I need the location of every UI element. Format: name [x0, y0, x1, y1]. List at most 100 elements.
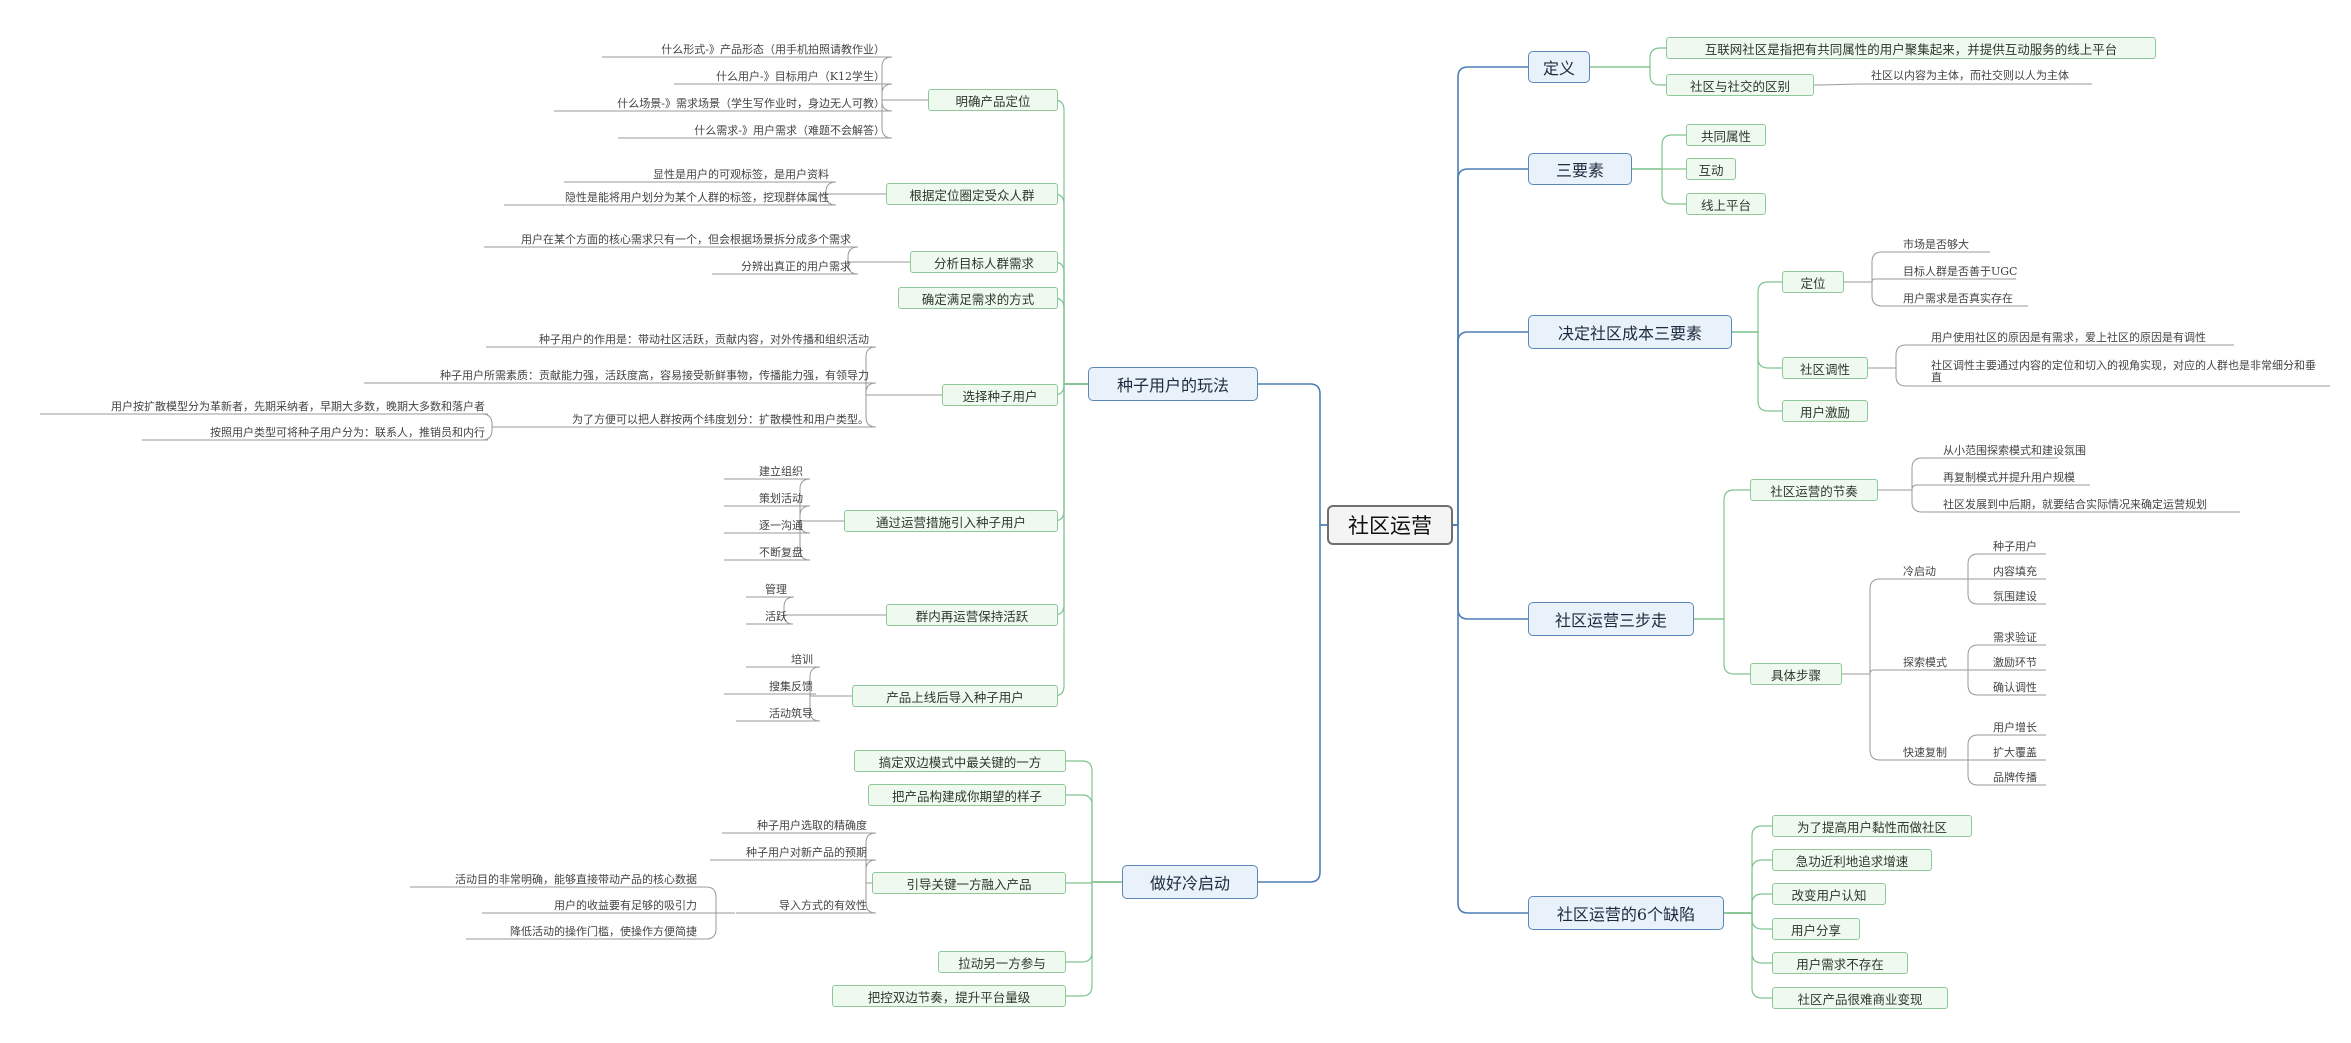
main-topic-2[interactable]: 决定社区成本三要素 [1528, 315, 1732, 349]
leaf-connector [825, 181, 886, 195]
leaf-connector [783, 614, 886, 625]
main-topic-4[interactable]: 社区运营的6个缺陷 [1528, 896, 1724, 930]
left-0-child-0[interactable]: 明确产品定位 [928, 89, 1058, 111]
sub-connector [1590, 47, 1666, 68]
leaf-positioning-2: 用户需求是否真实存在 [1903, 292, 2013, 305]
left-1-child-0[interactable]: 搞定双边模式中最关键的一方 [854, 750, 1066, 772]
left-0-child-2[interactable]: 分析目标人群需求 [910, 251, 1058, 273]
right-2-child-0[interactable]: 定位 [1782, 271, 1844, 293]
main-topic-left-1[interactable]: 做好冷启动 [1122, 865, 1258, 899]
left-1-child-4[interactable]: 把控双边节奏，提升平台量级 [832, 985, 1066, 1007]
leaf-connector [881, 56, 928, 101]
sub-connector [1066, 760, 1122, 883]
leaf-positioning-1: 目标人群是否善于UGC [1903, 265, 2018, 278]
right-0-child-1[interactable]: 社区与社交的区别 [1666, 74, 1814, 96]
left-0-5-leaf-0: 建立组织 [759, 465, 803, 478]
leaf-connector [847, 246, 910, 263]
left-0-7-leaf-1: 搜集反馈 [769, 680, 813, 693]
right-1-child-2[interactable]: 线上平台 [1686, 193, 1766, 215]
leaf-connector [809, 666, 852, 697]
left-0-2-leaf-1: 分辨出真正的用户需求 [741, 260, 851, 273]
left-0-2-leaf-0: 用户在某个方面的核心需求只有一个，但会根据场景拆分成多个需求 [521, 233, 851, 246]
main-connector [1453, 331, 1528, 526]
right-4-child-1[interactable]: 急功近利地追求增速 [1772, 849, 1932, 871]
right-2-child-2[interactable]: 用户激励 [1782, 400, 1868, 422]
left-0-4-leaf-1: 种子用户所需素质：贡献能力强，活跃度高，容易接受新鲜事物，传播能力强，有领导力 [440, 369, 869, 382]
main-topic-1[interactable]: 三要素 [1528, 153, 1632, 185]
sub-connector [1590, 66, 1666, 86]
leaf-connector [1842, 578, 1898, 675]
left-1-child-2[interactable]: 引导关键一方融入产品 [872, 872, 1066, 894]
right-4-child-4[interactable]: 用户需求不存在 [1772, 952, 1908, 974]
left-0-child-7[interactable]: 产品上线后导入种子用户 [852, 685, 1058, 707]
right-4-child-5[interactable]: 社区产品很难商业变现 [1772, 987, 1948, 1009]
sub-connector [1724, 825, 1772, 914]
right-4-child-2[interactable]: 改变用户认知 [1772, 883, 1886, 905]
left-0-4-leaf-0: 种子用户的作用是：带动社区活跃，贡献内容，对外传播和组织活动 [539, 333, 869, 346]
right-4-child-0[interactable]: 为了提高用户黏性而做社区 [1772, 815, 1972, 837]
right-0-child-0[interactable]: 互联网社区是指把有共同属性的用户聚集起来，并提供互动服务的线上平台 [1666, 37, 2156, 59]
sub-connector [1724, 859, 1772, 914]
leaf-connector [700, 886, 735, 914]
main-connector [1453, 168, 1528, 526]
step-group-2: 快速复制 [1903, 746, 1947, 759]
left-0-child-5[interactable]: 通过运营措施引入种子用户 [844, 510, 1058, 532]
main-topic-left-0[interactable]: 种子用户的玩法 [1088, 367, 1258, 401]
leaf-connector [865, 832, 877, 884]
right-3-child-0[interactable]: 社区运营的节奏 [1750, 479, 1878, 501]
leaf-connector [1878, 489, 1938, 513]
leaf-connector [1844, 281, 1898, 307]
right-2-child-1[interactable]: 社区调性 [1782, 357, 1868, 379]
left-0-6-leaf-0: 管理 [765, 583, 787, 596]
sub-connector [1632, 168, 1686, 205]
right-4-child-3[interactable]: 用户分享 [1772, 918, 1860, 940]
leaf-connector [847, 261, 910, 275]
left-1-child-3[interactable]: 拉动另一方参与 [938, 951, 1066, 973]
sub-connector [1632, 134, 1686, 170]
main-connector [1258, 383, 1327, 526]
seed-type-0: 用户按扩散模型分为革新者，先期采纳者，早期大多数，晚期大多数和落户者 [111, 400, 485, 413]
step-2-item-0: 用户增长 [1993, 721, 2037, 734]
leaf-community-vs-social: 社区以内容为主体，而社交则以人为主体 [1871, 69, 2069, 82]
leaf-tone-0: 用户使用社区的原因是有需求，爱上社区的原因是有调性 [1931, 331, 2206, 344]
sub-connector [1724, 912, 1772, 999]
left-1-2-leaf-1: 种子用户对新产品的预期 [746, 846, 867, 859]
sub-connector [1066, 794, 1122, 883]
main-topic-0[interactable]: 定义 [1528, 51, 1590, 83]
left-0-child-3[interactable]: 确定满足需求的方式 [898, 287, 1058, 309]
root-topic[interactable]: 社区运营 [1327, 505, 1453, 545]
right-1-child-1[interactable]: 互动 [1686, 158, 1736, 180]
leaf-connector [799, 520, 844, 561]
left-0-child-1[interactable]: 根据定位圈定受众人群 [886, 183, 1058, 205]
left-1-2-leaf-2: 导入方式的有效性 [779, 899, 867, 912]
leaf-connector [799, 505, 844, 522]
leaf-connector [881, 99, 928, 139]
right-3-child-1[interactable]: 具体步骤 [1750, 663, 1842, 685]
step-1-item-0: 需求验证 [1993, 631, 2037, 644]
leaf-connector [799, 478, 844, 522]
main-topic-3[interactable]: 社区运营三步走 [1528, 602, 1694, 636]
right-1-child-0[interactable]: 共同属性 [1686, 124, 1766, 146]
leaf-tone-1: 社区调性主要通过内容的定位和切入的视角实现，对应的人群也是非常细分和垂直 [1931, 359, 2316, 384]
main-connector [1453, 524, 1528, 914]
left-0-child-4[interactable]: 选择种子用户 [942, 384, 1058, 406]
sub-connector [1732, 331, 1782, 412]
leaf-connector [809, 695, 852, 722]
leaf-connector [865, 346, 942, 396]
leaf-connector [1958, 578, 1988, 605]
leaf-connector [1958, 734, 1988, 761]
main-connector [1258, 524, 1327, 883]
left-0-6-leaf-1: 活跃 [765, 610, 787, 623]
left-0-4-leaf-2: 为了方便可以把人群按两个纬度划分：扩散模性和用户类型。 [572, 413, 869, 426]
leaf-connector [1842, 673, 1898, 761]
leaf-connector [1813, 83, 1867, 86]
step-1-item-2: 确认调性 [1993, 681, 2037, 694]
left-1-child-1[interactable]: 把产品构建成你期望的样子 [868, 784, 1066, 806]
leaf-connector [1878, 457, 1938, 491]
left-0-5-leaf-2: 逐一沟通 [759, 519, 803, 532]
leaf-connector [1958, 553, 1988, 580]
main-connector [1453, 66, 1528, 526]
left-0-child-6[interactable]: 群内再运营保持活跃 [886, 604, 1058, 626]
